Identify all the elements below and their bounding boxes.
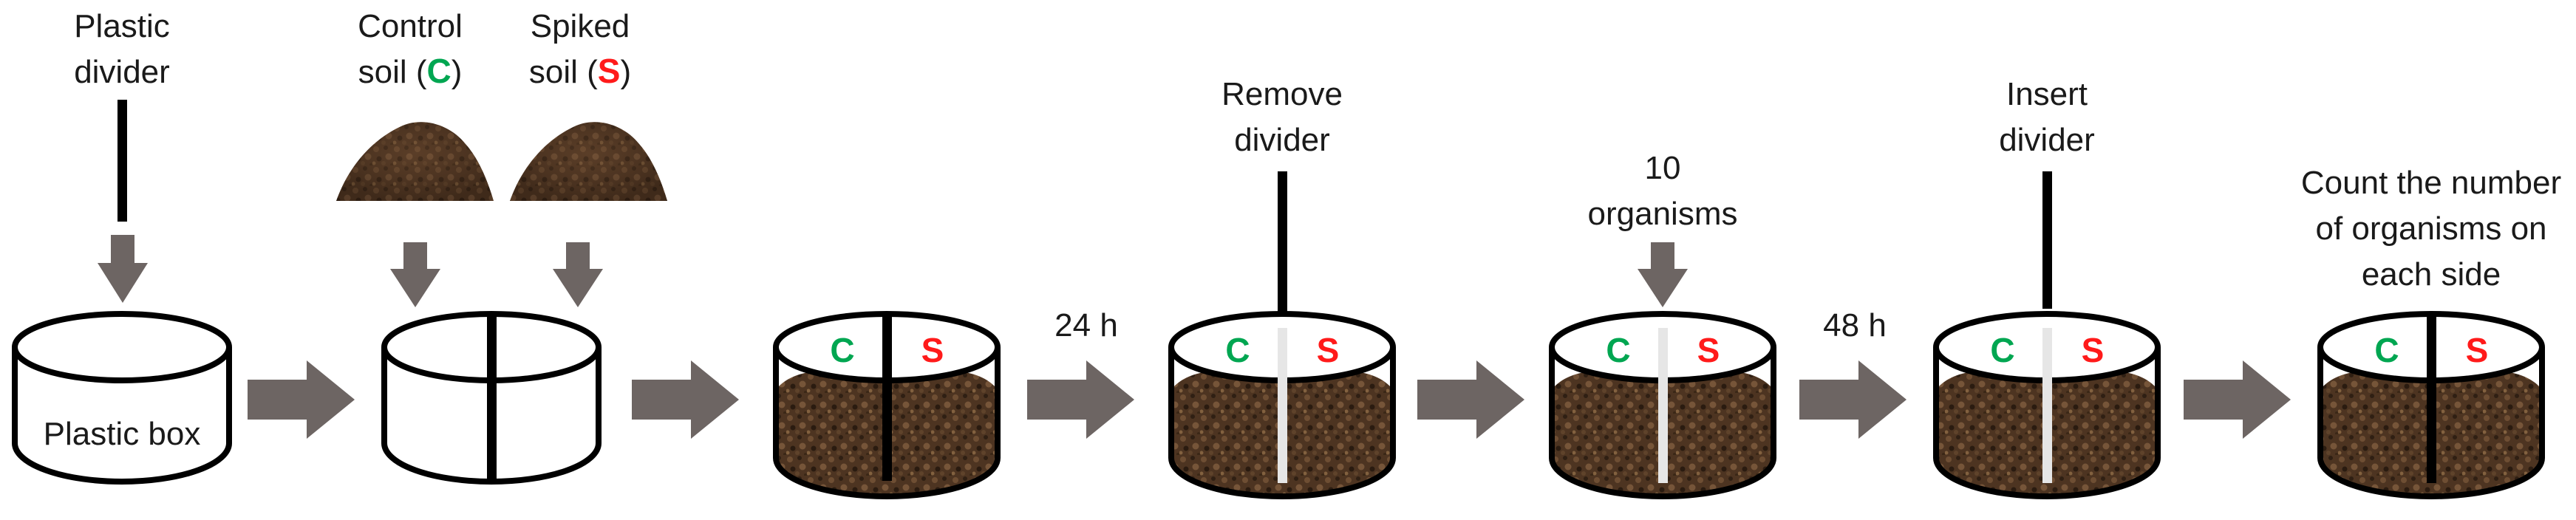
divider-slot-empty xyxy=(2042,328,2052,483)
divided-box-empty xyxy=(381,311,602,485)
control-side-label: C xyxy=(1225,331,1250,369)
control-soil-label-line2: soil (C) xyxy=(358,52,463,90)
plastic-divider-bar xyxy=(882,315,892,481)
spiked-side-label: S xyxy=(921,331,944,369)
control-side-label: C xyxy=(2374,331,2399,369)
plastic-box-label: Plastic box xyxy=(44,416,201,452)
panel-soil-addition: Control soil (C) Spiked soil (S) xyxy=(336,8,667,485)
soil-pile-icon xyxy=(336,122,494,201)
control-side-label: C xyxy=(830,331,854,369)
control-side-label: C xyxy=(1606,331,1630,369)
spiked-side-label: S xyxy=(1697,331,1720,369)
insert-divider-label-line2: divider xyxy=(1999,122,2095,158)
panel-count: Count the number of organisms on each si… xyxy=(2301,165,2561,499)
panel-plastic-box: Plastic divider Plastic box xyxy=(12,8,232,485)
soil-filled-box xyxy=(2317,311,2545,499)
organisms-label-line2: organisms xyxy=(1588,196,1738,232)
lowering-divider-bar xyxy=(2042,171,2052,309)
plastic-divider-label-line2: divider xyxy=(74,54,170,90)
divider-slot-empty xyxy=(1658,328,1668,483)
divider-slot-empty xyxy=(1278,328,1287,483)
down-arrow-icon xyxy=(98,235,148,303)
soil-filled-box xyxy=(1933,311,2161,499)
soil-filled-box xyxy=(1168,311,1396,499)
plastic-divider-bar xyxy=(487,315,497,481)
control-soil-label-line1: Control xyxy=(358,8,463,44)
down-arrow-icon xyxy=(553,242,603,307)
count-label-line3: each side xyxy=(2362,256,2501,292)
insert-divider-label-line1: Insert xyxy=(2006,76,2088,112)
right-arrow-icon xyxy=(1027,360,1134,439)
control-side-label: C xyxy=(1990,331,2014,369)
spiked-side-label: S xyxy=(1317,331,1340,369)
remove-divider-label-line1: Remove xyxy=(1221,76,1343,112)
spiked-soil-letter: S xyxy=(598,52,621,90)
spiked-soil-label-line1: Spiked xyxy=(531,8,630,44)
spiked-soil-label-line2: soil (S) xyxy=(529,52,631,90)
count-label-line2: of organisms on xyxy=(2315,211,2546,247)
panel-filled-box: C S xyxy=(773,311,1001,499)
spiked-side-label: S xyxy=(2082,331,2105,369)
time-48h-label: 48 h xyxy=(1823,307,1887,343)
organisms-label-line1: 10 xyxy=(1645,150,1681,186)
spiked-soil-prefix: soil ( xyxy=(529,54,598,90)
right-arrow-icon xyxy=(1417,360,1524,439)
spiked-soil-suffix: ) xyxy=(620,54,631,90)
panel-insert-divider: Insert divider C S xyxy=(1933,76,2161,499)
right-arrow-icon xyxy=(1799,360,1907,439)
right-arrow-icon xyxy=(632,360,739,439)
panel-remove-divider: Remove divider C S xyxy=(1168,76,1396,499)
soil-filled-box xyxy=(773,311,1001,499)
down-arrow-icon xyxy=(1638,242,1688,307)
plastic-box-cylinder xyxy=(12,311,232,485)
control-soil-prefix: soil ( xyxy=(358,54,427,90)
right-arrow-icon xyxy=(2184,360,2291,439)
count-label-line1: Count the number xyxy=(2301,165,2561,201)
plastic-divider-label-line1: Plastic xyxy=(74,8,170,44)
soil-pile-icon xyxy=(510,122,667,201)
control-soil-suffix: ) xyxy=(452,54,463,90)
spiked-side-label: S xyxy=(2466,331,2489,369)
plastic-divider-bar xyxy=(117,100,127,222)
plastic-divider-bar xyxy=(2427,315,2436,483)
right-arrow-icon xyxy=(248,360,355,439)
panel-add-organisms: 10 organisms C S xyxy=(1549,150,1776,499)
remove-divider-label-line2: divider xyxy=(1234,122,1330,158)
time-24h-label: 24 h xyxy=(1054,307,1118,343)
control-soil-letter: C xyxy=(427,52,452,90)
soil-filled-box xyxy=(1549,311,1776,499)
down-arrow-icon xyxy=(390,242,440,307)
lifted-divider-bar xyxy=(1278,171,1287,328)
